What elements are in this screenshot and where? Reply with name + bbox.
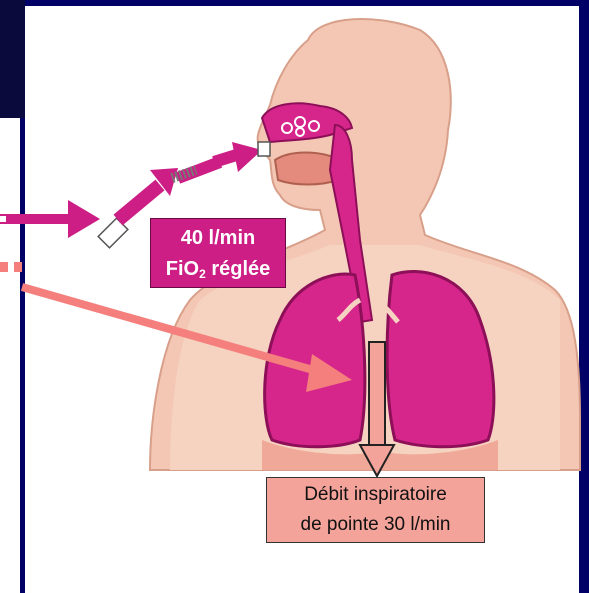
fio2-suffix: réglée [206,258,270,280]
peak-arrow-shaft [369,342,385,447]
fio2-prefix: FiO [166,258,199,280]
peak-line-2: de pointe 30 l/min [267,510,484,540]
incoming-arrow-shaft [0,214,72,224]
flow-arrow-icon [0,200,100,238]
fio2-subscript: 2 [199,267,206,281]
flow-setting-label: 40 l/min FiO2 réglée [150,218,286,288]
flow-rate-text: 40 l/min [151,223,285,254]
incoming-arrow-head [68,200,100,238]
cannula-tube-lower [118,185,160,220]
cannula-nose-piece [258,142,270,156]
ambient-dash [0,262,8,272]
incoming-arrow-dash [0,216,6,222]
peak-flow-label: Débit inspiratoire de pointe 30 l/min [266,477,485,543]
ambient-dash [14,262,22,272]
fio2-text: FiO2 réglée [151,254,285,290]
peak-line-1: Débit inspiratoire [267,480,484,510]
